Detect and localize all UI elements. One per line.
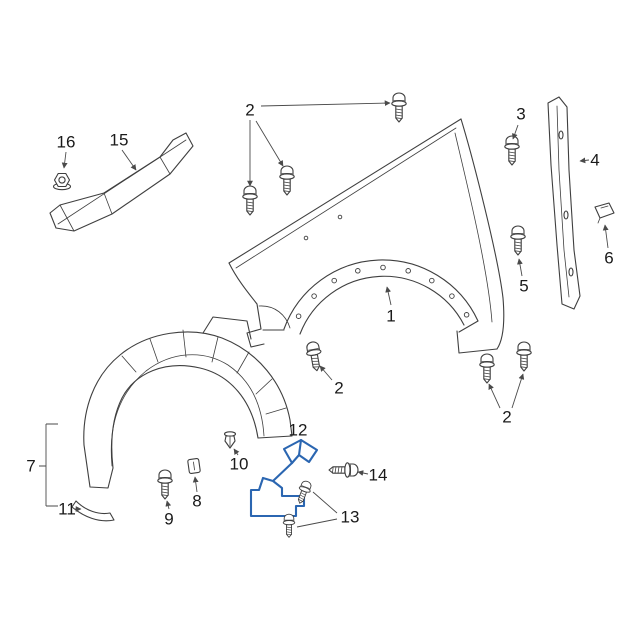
leader-8 [192,476,199,493]
callout-5: 5 [519,277,528,296]
callout-1: 1 [386,307,395,326]
callout-16: 16 [57,133,76,152]
screw-2-top-right [391,92,407,123]
screw-9 [157,469,173,500]
screw-3 [504,135,520,166]
fender-liner [83,316,293,489]
callout-9: 9 [164,510,173,529]
callout-8: 8 [192,492,201,511]
callout-3: 3 [516,105,525,124]
leader-5 [517,258,523,277]
leader-1 [385,286,392,306]
upper-rail-bracket [49,132,194,232]
screw-2-rear-lower-b [516,341,532,372]
highlighted-bracket [249,438,319,518]
leader-4 [579,157,590,164]
screw-2-top-left [242,185,258,216]
leader-2-rear-lower-b [511,373,525,409]
seal-strip [71,500,115,522]
flange-nut [52,172,72,191]
leader-lines [39,100,609,528]
callout-2-top: 2 [245,101,254,120]
callout-11: 11 [58,500,76,519]
callout-15: 15 [110,131,129,150]
clip-13-b [282,513,296,538]
leader-16 [61,151,68,169]
leader-10 [233,448,240,456]
liner-grommet [187,458,201,474]
fender-panel [228,118,505,354]
leader-2-front-lower [319,365,333,381]
screw-2-rear-lower-a [479,353,495,384]
screw-14 [328,462,359,478]
leader-2-top-right [260,100,391,107]
leader-13 [296,491,338,528]
liner-push-clip [223,431,237,449]
leader-2-rear-lower-a [488,383,501,409]
leader-7-bracket [39,423,58,507]
rear-mounting-strip [547,96,581,310]
callout-4: 4 [590,151,599,170]
callout-10: 10 [230,455,249,474]
leader-2-top-mid [255,120,284,167]
rear-clip [594,202,615,224]
leader-6 [602,224,609,249]
screw-5 [510,225,526,256]
callout-13: 13 [341,508,360,527]
callout-2-rear-lower: 2 [502,408,511,427]
callout-2-front-lower: 2 [334,379,343,398]
leader-9 [165,500,172,510]
screw-2-top-mid [279,165,295,196]
leader-15 [121,149,137,171]
callout-12: 12 [289,421,308,440]
callout-7: 7 [26,457,35,476]
callout-14: 14 [369,466,388,485]
leader-14 [357,470,369,476]
callout-6: 6 [604,249,613,268]
leader-3 [512,124,519,140]
